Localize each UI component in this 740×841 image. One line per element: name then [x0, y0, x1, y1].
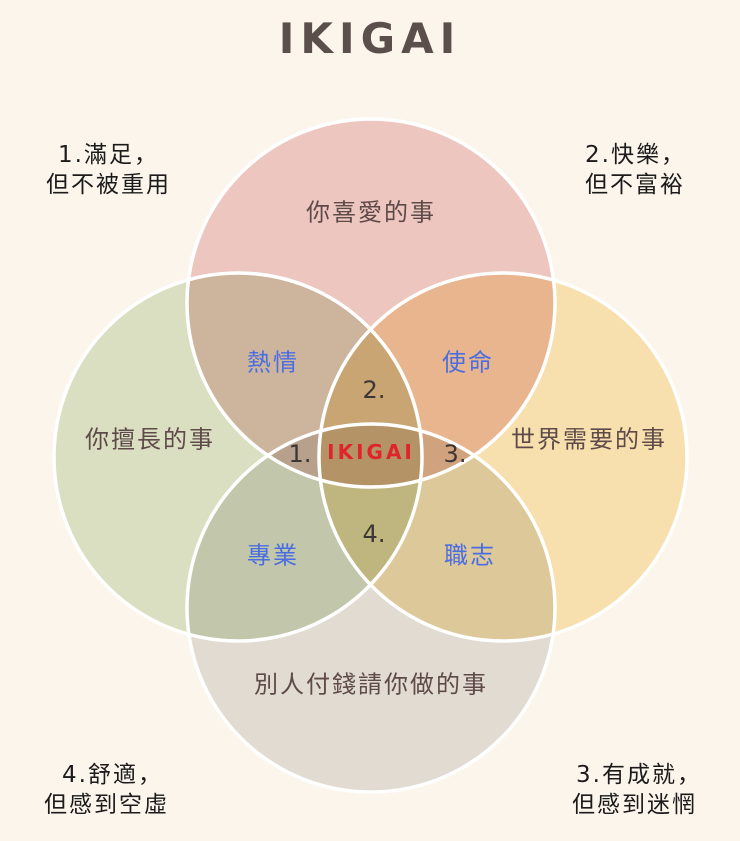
- circle-need-label: 世界需要的事: [511, 425, 667, 454]
- corner-bottom-right-line2: 但感到迷惘: [572, 792, 697, 818]
- number-4: 4.: [362, 520, 386, 548]
- corner-top-right: 2.快樂， 但不富裕: [585, 140, 686, 200]
- overlap-mission-label: 使命: [442, 348, 494, 377]
- overlap-passion-label: 熱情: [247, 348, 299, 377]
- corner-bottom-left-line2: 但感到空虛: [44, 792, 169, 818]
- corner-bottom-left-line1: 4.舒適，: [62, 762, 163, 788]
- circle-good-label: 你擅長的事: [85, 425, 215, 454]
- corner-top-left-line1: 1.滿足，: [58, 142, 159, 168]
- circle-paid-label: 別人付錢請你做的事: [254, 670, 488, 699]
- page-title: IKIGAI: [278, 14, 462, 63]
- corner-bottom-right-line1: 3.有成就，: [576, 762, 702, 788]
- corner-top-left-line2: 但不被重用: [46, 172, 171, 198]
- overlap-vocation-label: 職志: [444, 541, 496, 570]
- number-3: 3.: [443, 440, 467, 468]
- circle-paid: [187, 424, 555, 792]
- number-2: 2.: [362, 376, 386, 404]
- overlap-profession-label: 專業: [247, 541, 299, 570]
- corner-bottom-left: 4.舒適， 但感到空虛: [44, 760, 169, 820]
- corner-top-left: 1.滿足， 但不被重用: [46, 140, 171, 200]
- corner-top-right-line2: 但不富裕: [585, 172, 685, 198]
- corner-bottom-right: 3.有成就， 但感到迷惘: [572, 760, 702, 820]
- number-1: 1.: [288, 440, 312, 468]
- corner-top-right-line1: 2.快樂，: [585, 142, 686, 168]
- circle-love-label: 你喜愛的事: [306, 198, 436, 227]
- center-ikigai-label: IKIGAI: [327, 440, 415, 464]
